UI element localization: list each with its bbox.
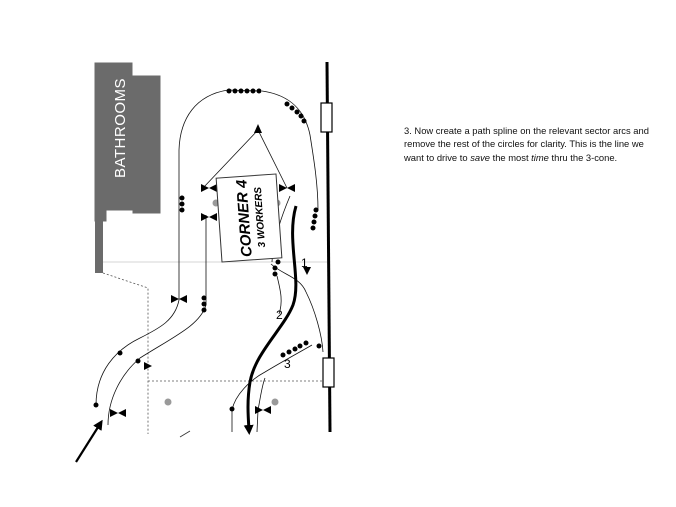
corner-subtitle: 3 WORKERS: [253, 186, 268, 248]
note-text-2: the most: [490, 151, 532, 163]
fence-post-top: [320, 102, 333, 133]
cone-dots: [93, 88, 322, 412]
fence-post-bottom: [322, 357, 335, 388]
bathrooms-annex: [95, 221, 103, 273]
sector-label-2: 2: [276, 308, 283, 322]
entry-arrow: [75, 419, 103, 463]
explanation-note: 3. Now create a path spline on the relev…: [404, 124, 662, 164]
sector-label-3: 3: [284, 357, 291, 371]
note-text-1: 3. Now create a path spline on the relev…: [404, 125, 649, 163]
partial-mark: [179, 430, 191, 438]
sector-label-1: 1: [301, 256, 308, 270]
note-emphasis-save: save: [470, 151, 490, 163]
bowtie-markers: [110, 124, 311, 417]
note-emphasis-time: time: [531, 151, 549, 163]
dashed-lines: [102, 272, 328, 434]
racing-line: [243, 205, 298, 435]
corner-sign: CORNER 4 3 WORKERS: [215, 173, 283, 263]
corner-title: CORNER 4: [233, 178, 255, 257]
note-text-3: thru the 3-cone.: [548, 151, 618, 163]
arc-paths: [95, 89, 324, 433]
bathrooms-label: BATHROOMS: [112, 78, 129, 178]
